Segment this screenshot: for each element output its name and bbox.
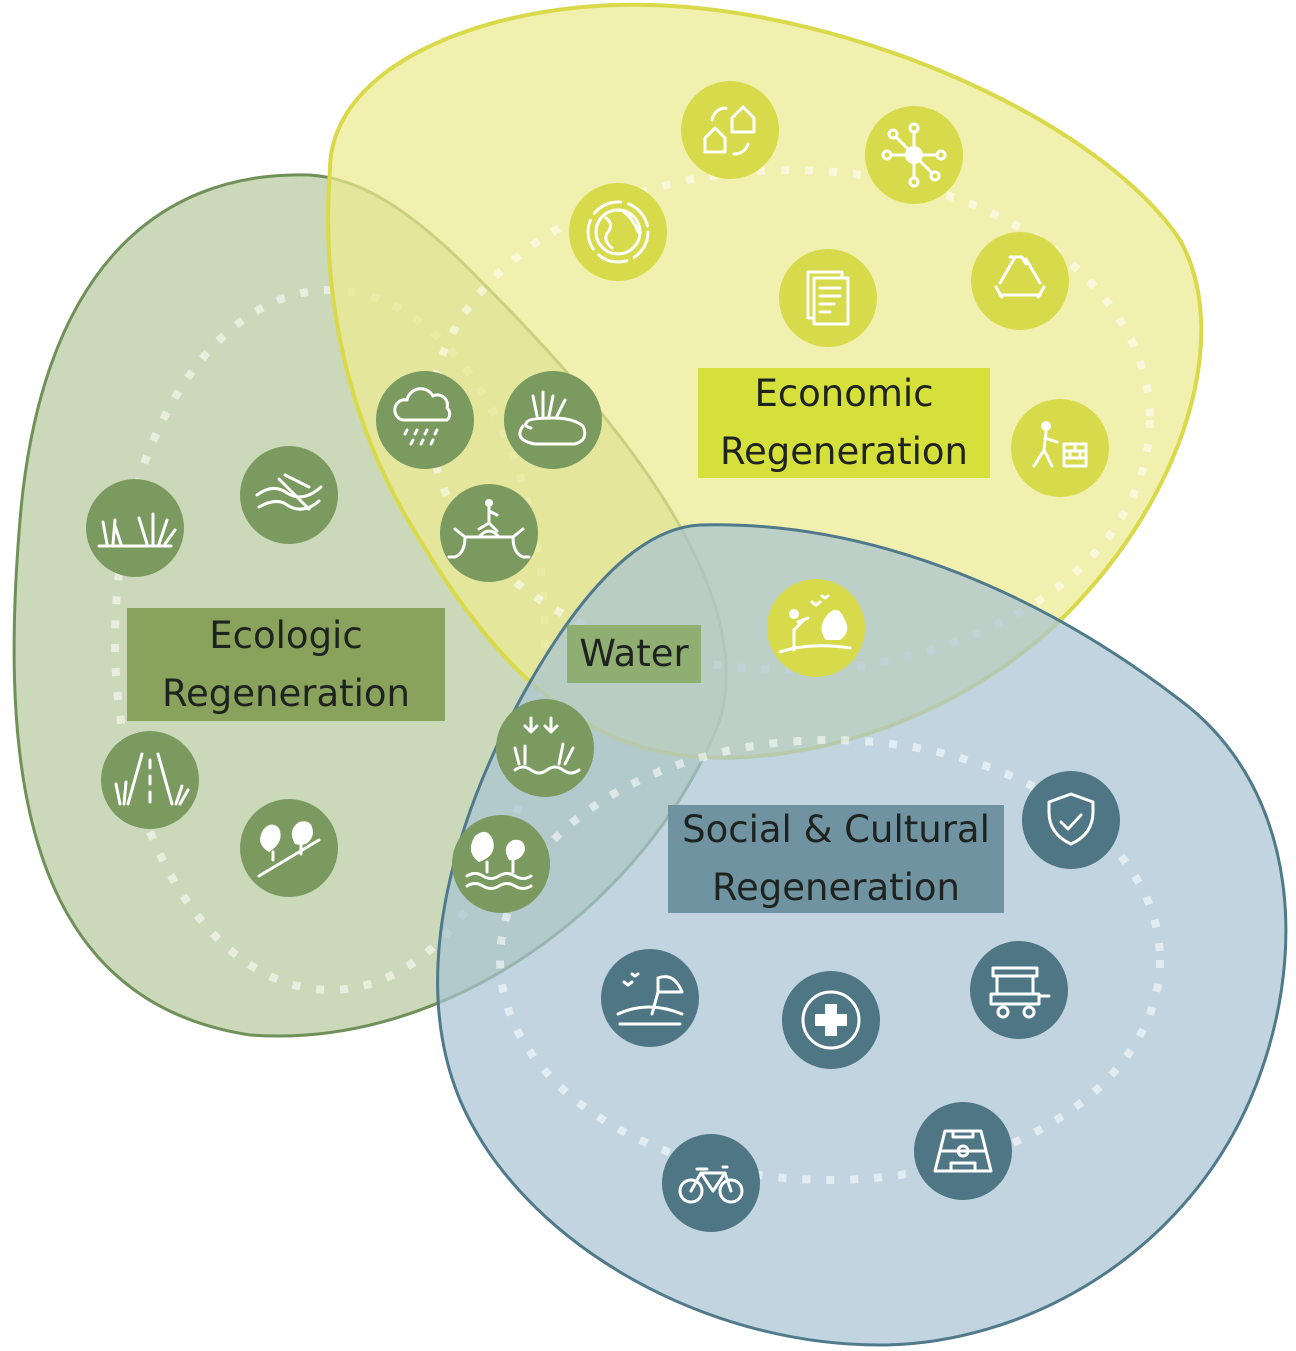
food-cart-icon bbox=[970, 941, 1068, 1039]
wetland-vegetation-icon bbox=[86, 479, 184, 577]
label-line: Regeneration bbox=[161, 671, 411, 715]
water-label: Water bbox=[567, 625, 701, 683]
social-cultural-regeneration-label: Social & Cultural Regeneration bbox=[668, 805, 1004, 913]
bicycle-icon bbox=[662, 1134, 760, 1232]
label-line: Ecologic bbox=[209, 613, 363, 657]
recycle-icon bbox=[971, 232, 1069, 330]
green-road-icon bbox=[101, 731, 199, 829]
tree-slope-icon bbox=[240, 799, 338, 897]
network-icon bbox=[865, 106, 963, 204]
sports-field-icon bbox=[914, 1102, 1012, 1200]
beach-icon bbox=[601, 949, 699, 1047]
bridge-runner-icon bbox=[440, 484, 538, 582]
shield-check-icon bbox=[1022, 771, 1120, 869]
construction-worker-icon bbox=[1011, 399, 1109, 497]
label-line: Regeneration bbox=[719, 430, 969, 473]
label-line: Water bbox=[579, 632, 689, 675]
social-region bbox=[436, 523, 1288, 1347]
economic-regeneration-label: Economic Regeneration bbox=[698, 368, 990, 478]
ecologic-regeneration-label: Ecologic Regeneration bbox=[127, 608, 445, 721]
label-line: Social & Cultural bbox=[682, 808, 990, 851]
trees-water-icon bbox=[452, 815, 550, 913]
social-dashed-ring bbox=[496, 736, 1164, 1184]
water-filtration-icon bbox=[496, 699, 594, 797]
documents-icon bbox=[779, 249, 877, 347]
label-line: Economic bbox=[754, 372, 934, 415]
terrain-lines-icon bbox=[240, 446, 338, 544]
globe-icon bbox=[569, 183, 667, 281]
rain-cloud-icon bbox=[376, 371, 474, 469]
label-line: Regeneration bbox=[711, 866, 961, 909]
housing-exchange-icon bbox=[681, 81, 779, 179]
birdwatching-icon bbox=[767, 579, 865, 677]
pond-icon bbox=[504, 371, 602, 469]
health-cross-icon bbox=[782, 971, 880, 1069]
